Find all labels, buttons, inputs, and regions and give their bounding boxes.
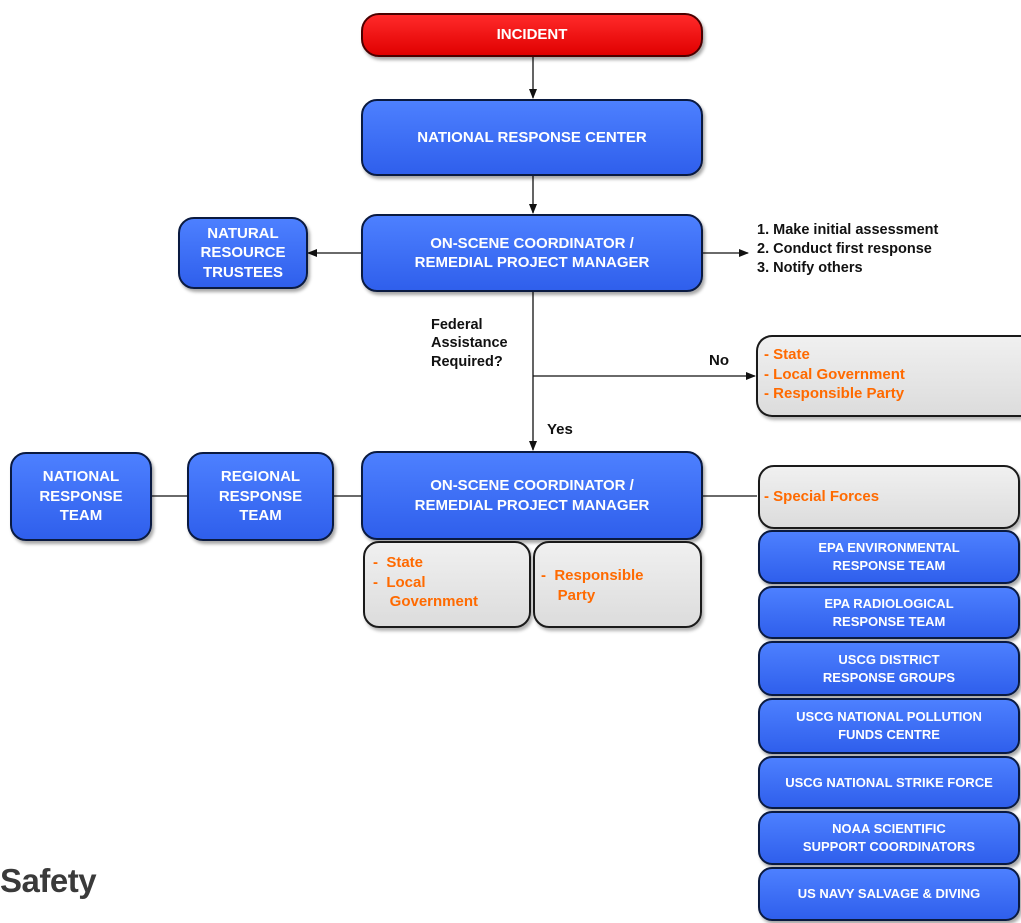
force-label: EPA ENVIRONMENTAL RESPONSE TEAM	[818, 540, 960, 573]
party-item: - Responsible	[541, 567, 644, 584]
force-label: USCG DISTRICT RESPONSE GROUPS	[822, 651, 956, 685]
natural-resource-trustees-box: NATURAL RESOURCE TRUSTEES	[178, 217, 308, 289]
state-item: - State	[373, 554, 424, 571]
federal-assistance-question: Federal Assistance Required?	[431, 316, 508, 371]
question-line: Required?	[431, 353, 503, 370]
responder-item: - State	[764, 346, 810, 363]
force-box: US NAVY SALVAGE & DIVING	[758, 867, 1020, 921]
force-label: USCG NATIONAL POLLUTION FUNDS CENTRE	[796, 709, 982, 742]
national-response-team-box: NATIONAL RESPONSE TEAM	[10, 452, 152, 541]
nrc-label: NATIONAL RESPONSE CENTER	[417, 128, 647, 146]
force-label: NOAA SCIENTIFIC SUPPORT COORDINATORS	[802, 821, 976, 854]
force-box: USCG NATIONAL POLLUTION FUNDS CENTRE	[758, 698, 1020, 754]
special-forces-label: - Special Forces	[764, 488, 880, 505]
responder-item: - Responsible Party	[764, 385, 905, 402]
safety-footer-text: Safety	[0, 862, 97, 899]
trustees-label: NATURAL RESOURCE TRUSTEES	[200, 224, 286, 281]
on-scene-coordinator-top-box: ON-SCENE COORDINATOR / REMEDIAL PROJECT …	[361, 214, 703, 292]
action-item: 3. Notify others	[757, 259, 863, 276]
force-box: NOAA SCIENTIFIC SUPPORT COORDINATORS	[758, 811, 1020, 865]
question-line: Assistance	[431, 335, 508, 352]
force-label: USCG NATIONAL STRIKE FORCE	[785, 774, 993, 790]
state-item: Government	[373, 593, 479, 610]
force-label: US NAVY SALVAGE & DIVING	[797, 886, 981, 902]
osc-top-label: ON-SCENE COORDINATOR / REMEDIAL PROJECT …	[414, 234, 650, 272]
force-box: EPA ENVIRONMENTAL RESPONSE TEAM	[758, 530, 1020, 584]
regional-response-team-box: REGIONAL RESPONSE TEAM	[187, 452, 334, 541]
force-box: USCG NATIONAL STRIKE FORCE	[758, 756, 1020, 809]
special-forces-box: - Special Forces	[758, 465, 1020, 529]
on-scene-coordinator-main-box: ON-SCENE COORDINATOR / REMEDIAL PROJECT …	[361, 451, 703, 540]
incident-box: INCIDENT	[361, 13, 703, 57]
state-item: - Local	[373, 573, 426, 591]
force-label: EPA RADIOLOGICAL RESPONSE TEAM	[824, 595, 954, 629]
responsible-party-box: - Responsible Party	[533, 541, 702, 628]
yes-label: Yes	[547, 421, 573, 438]
force-box: EPA RADIOLOGICAL RESPONSE TEAM	[758, 586, 1020, 639]
initial-actions-list: 1. Make initial assessment 2. Conduct fi…	[757, 221, 938, 278]
responder-item: - Local Government	[764, 365, 905, 383]
state-local-government-box: - State - Local Government	[363, 541, 531, 628]
party-item: Party	[541, 586, 596, 604]
question-line: Federal	[431, 317, 483, 333]
force-box: USCG DISTRICT RESPONSE GROUPS	[758, 641, 1020, 696]
no-label: No	[709, 352, 729, 369]
incident-label: INCIDENT	[496, 26, 568, 44]
osc-main-label: ON-SCENE COORDINATOR / REMEDIAL PROJECT …	[414, 477, 650, 514]
rrt-label: REGIONAL RESPONSE TEAM	[218, 468, 303, 525]
action-item: 1. Make initial assessment	[757, 222, 939, 238]
national-response-center-box: NATIONAL RESPONSE CENTER	[361, 99, 703, 176]
action-item: 2. Conduct first response	[757, 240, 932, 257]
nrt-label: NATIONAL RESPONSE TEAM	[39, 468, 123, 525]
non-federal-responders-box: - State - Local Government - Responsible…	[756, 335, 1021, 417]
